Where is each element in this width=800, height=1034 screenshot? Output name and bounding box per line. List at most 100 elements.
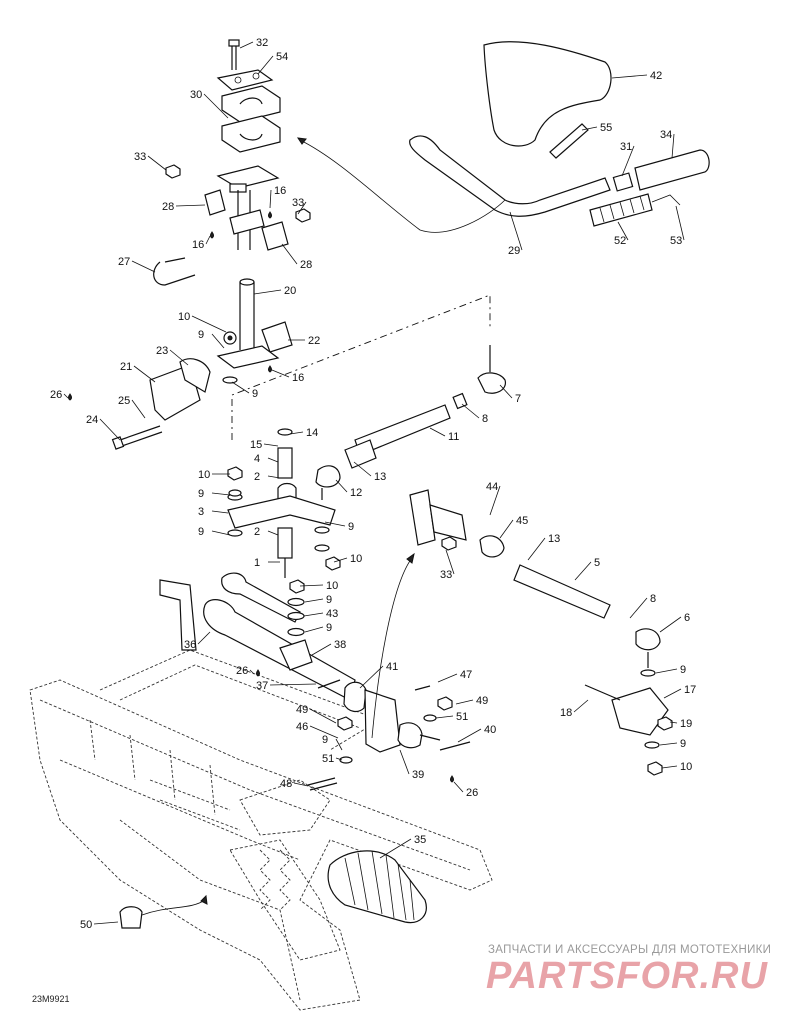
callout-c9i: 9 [680, 664, 686, 676]
callout-c25: 25 [118, 395, 130, 407]
callout-c16a: 16 [274, 185, 286, 197]
callout-c16c: 16 [292, 372, 304, 384]
callout-c46: 46 [296, 721, 308, 733]
callout-c15: 15 [250, 439, 262, 451]
callout-c28a: 28 [162, 201, 174, 213]
leader-c3 [211, 510, 229, 514]
fasteners [119, 466, 471, 929]
callout-c10a: 10 [178, 311, 190, 323]
callout-c24: 24 [86, 414, 98, 426]
steering-column [68, 39, 311, 450]
callout-c9j: 9 [680, 738, 686, 750]
leader-c27 [131, 260, 156, 273]
leader-c9j [659, 742, 678, 746]
leader-c10a [191, 315, 227, 333]
callout-c4: 4 [254, 453, 260, 465]
leader-c39 [399, 749, 410, 775]
lower-steering-shaft [159, 579, 441, 753]
callout-c9a: 9 [198, 329, 204, 341]
leader-c29 [509, 211, 523, 251]
leader-c9i [655, 668, 678, 674]
callout-c6: 6 [684, 612, 690, 624]
leader-c18 [573, 699, 589, 713]
callout-c29: 29 [508, 245, 520, 257]
vehicle-frame [29, 649, 493, 1011]
leader-c9g [304, 626, 324, 633]
watermark-logo: PARTSFOR.RU [486, 955, 768, 997]
callout-c32: 32 [256, 37, 268, 49]
leader-c28a [175, 204, 206, 207]
diagram-id: 23M9921 [32, 994, 70, 1004]
leader-c38 [311, 643, 332, 656]
callout-c8a: 8 [482, 413, 488, 425]
leader-c16a [269, 189, 272, 209]
callout-c8b: 8 [650, 593, 656, 605]
leader-c9e [211, 530, 231, 536]
callout-c28b: 28 [300, 259, 312, 271]
leader-c9d [324, 521, 346, 527]
callout-c9f: 9 [326, 594, 332, 606]
callout-c9h: 9 [322, 734, 328, 746]
callout-c14: 14 [306, 427, 318, 439]
callout-c52: 52 [614, 235, 626, 247]
callout-c20: 20 [284, 285, 296, 297]
leader-c55 [581, 126, 598, 131]
callout-c39: 39 [412, 769, 424, 781]
callout-c30: 30 [190, 89, 202, 101]
callout-c5: 5 [594, 557, 600, 569]
callout-c9d: 9 [348, 521, 354, 533]
callout-c31: 31 [620, 141, 632, 153]
leader-c48 [293, 782, 309, 787]
leader-c16b [205, 235, 211, 245]
callout-c26c: 26 [466, 787, 478, 799]
leader-c33a [147, 155, 167, 171]
leader-c31 [621, 145, 635, 177]
connection-line [231, 294, 491, 440]
leader-c5 [574, 561, 592, 581]
leader-c30 [203, 93, 229, 119]
leader-c41 [359, 665, 384, 689]
leader-c10e [661, 765, 678, 769]
leader-c53 [675, 205, 685, 241]
leader-c23 [169, 349, 189, 366]
leader-c49a [309, 708, 337, 724]
callout-c33c: 33 [440, 569, 452, 581]
leader-c51a [435, 715, 454, 719]
leader-c36 [197, 631, 211, 645]
steering-arm [227, 428, 336, 578]
leader-c37 [269, 683, 317, 686]
leader-c19 [669, 721, 678, 724]
leader-c6 [659, 616, 682, 633]
leader-c4 [267, 457, 279, 463]
leader-c32 [239, 41, 254, 49]
callout-c10c: 10 [350, 553, 362, 565]
watermark-tagline: ЗАПЧАСТИ И АКСЕССУАРЫ ДЛЯ МОТОТЕХНИКИ [488, 944, 772, 956]
callout-c21: 21 [120, 361, 132, 373]
leader-c47 [437, 673, 458, 683]
callout-c33b: 33 [292, 197, 304, 209]
callout-c22: 22 [308, 335, 320, 347]
callout-c33a: 33 [134, 151, 146, 163]
callout-c26a: 26 [50, 389, 62, 401]
leader-c24 [99, 418, 121, 441]
leader-c9h [335, 738, 343, 751]
leader-c8b [629, 597, 648, 619]
callout-c34: 34 [660, 129, 672, 141]
leader-c12 [335, 479, 348, 493]
leader-c21 [133, 365, 156, 383]
callout-c47: 47 [460, 669, 472, 681]
leader-c9a [211, 333, 225, 349]
leader-c9b [231, 381, 250, 394]
callout-c9g: 9 [326, 622, 332, 634]
callout-c43: 43 [326, 608, 338, 620]
callout-c13b: 13 [548, 533, 560, 545]
leader-c26a [63, 393, 69, 399]
leader-c49b [455, 699, 474, 705]
callout-c37: 37 [256, 680, 268, 692]
leader-c28b [281, 243, 298, 265]
handlebar-assembly [296, 41, 710, 233]
upper-tie-rod [315, 345, 507, 500]
leader-c2a [267, 475, 281, 479]
leader-c9f [304, 598, 324, 603]
callout-c49a: 49 [296, 704, 308, 716]
